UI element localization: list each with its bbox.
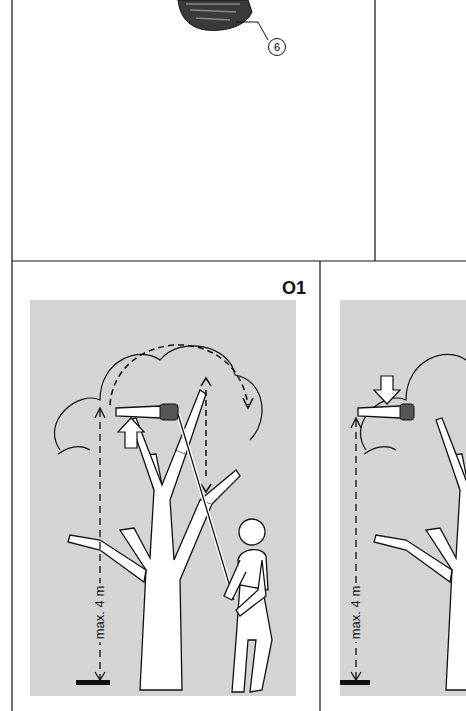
dimension-label: max. 4 m bbox=[93, 582, 108, 641]
figure-label: O1 bbox=[282, 278, 306, 299]
callout-number: 6 bbox=[274, 41, 280, 53]
dimension-label: max. 4 m bbox=[349, 582, 364, 641]
callout-circle: 6 bbox=[268, 38, 286, 56]
